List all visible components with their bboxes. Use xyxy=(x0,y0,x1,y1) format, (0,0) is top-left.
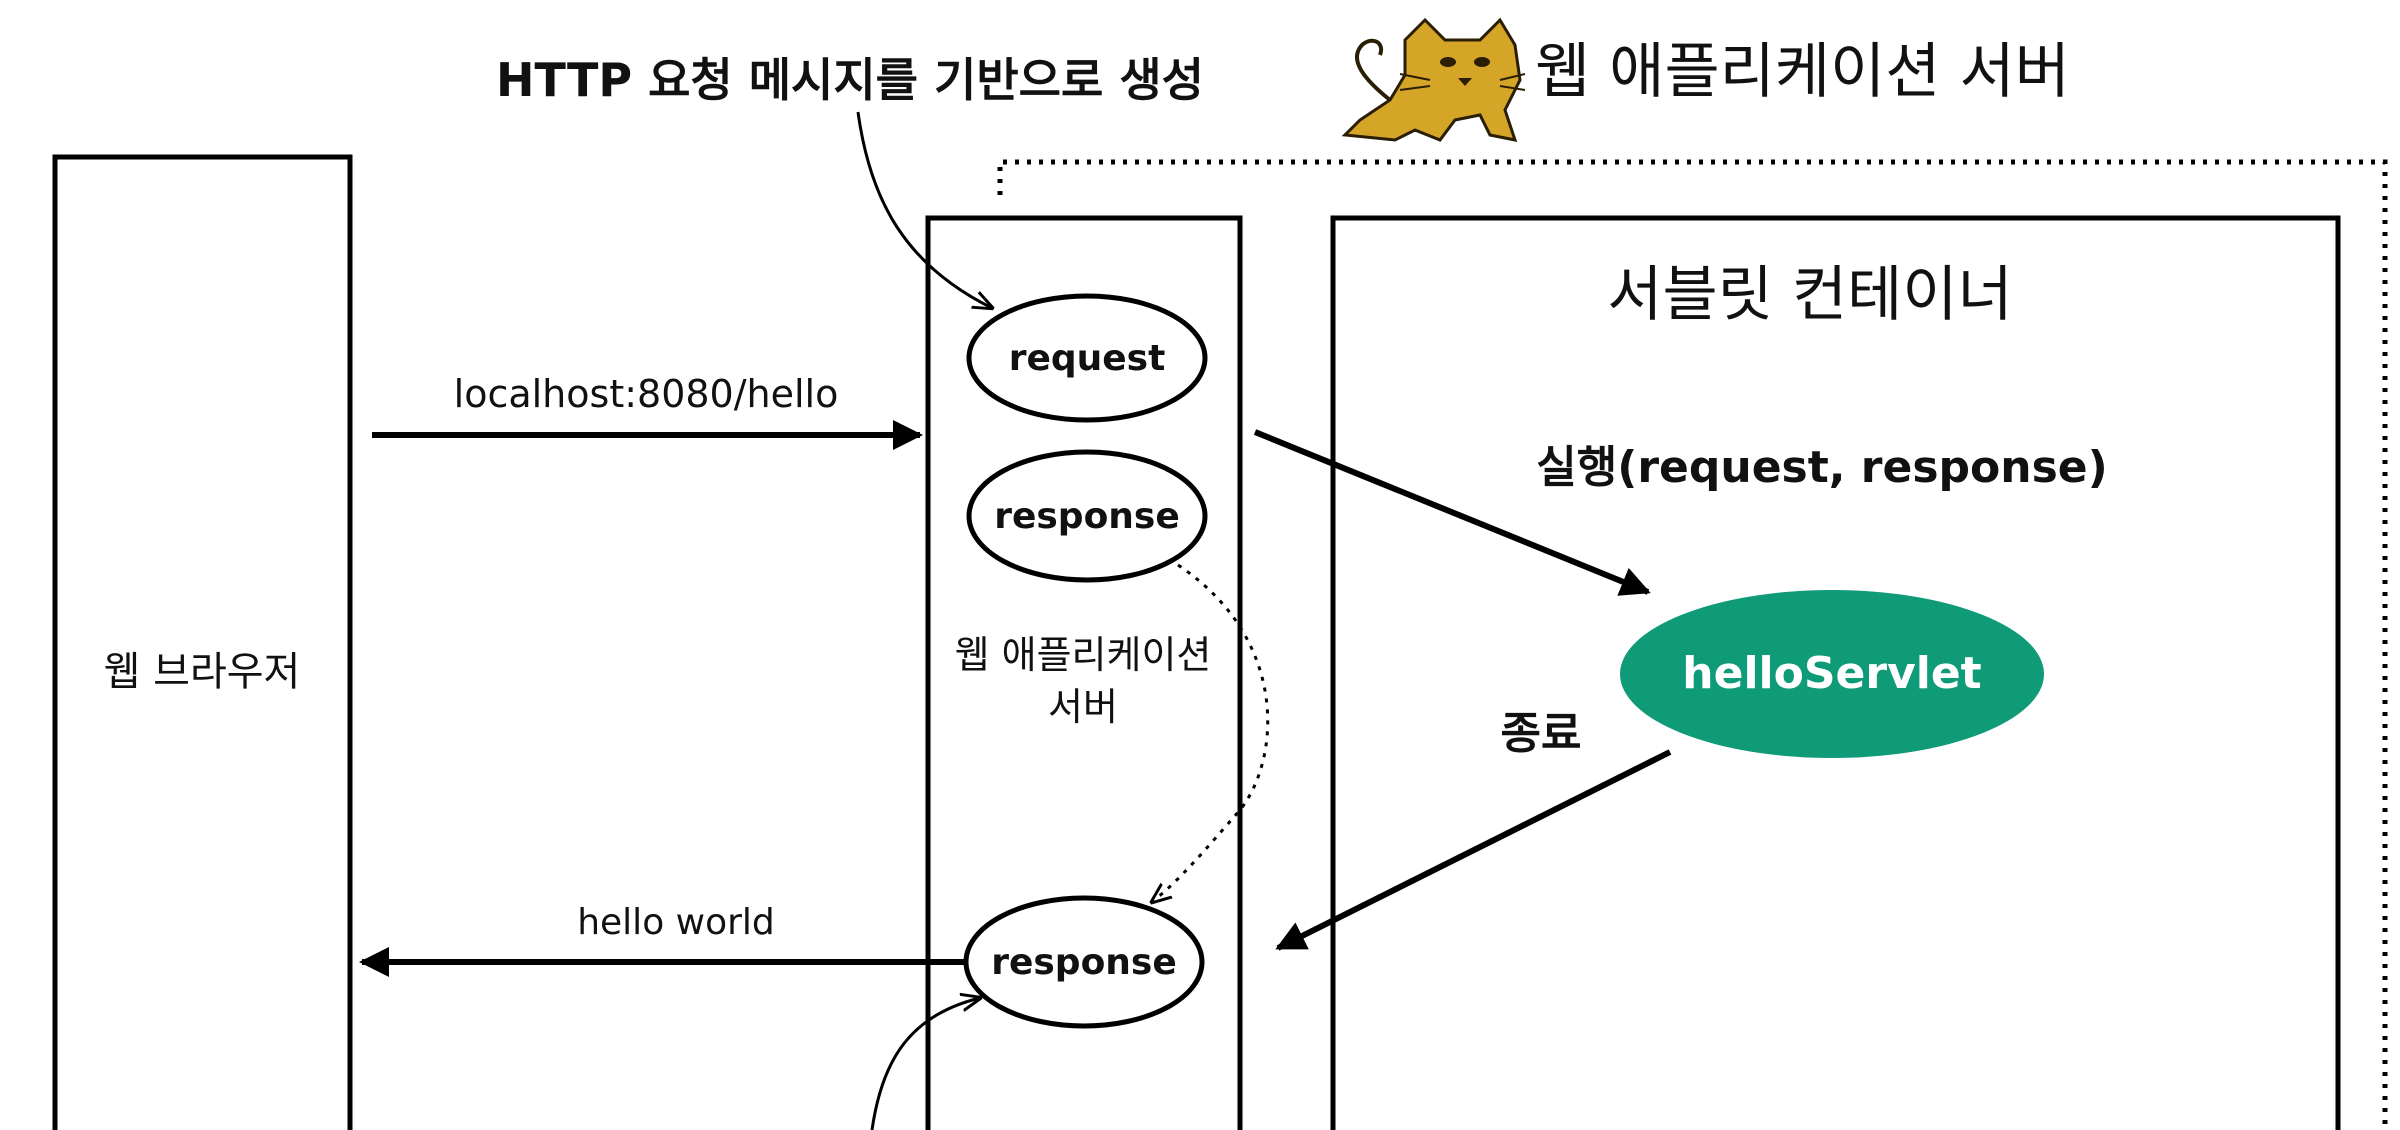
browser-box xyxy=(52,154,353,1130)
response-ellipse xyxy=(966,449,1208,583)
server-name-title: 웹 애플리케이션 서버 xyxy=(1535,37,2070,107)
response-out-ellipse xyxy=(963,895,1205,1029)
response-out-label: response xyxy=(991,942,1177,983)
response-body-label: hello world xyxy=(577,902,775,943)
request-url-label: localhost:8080/hello xyxy=(454,372,839,416)
execute-label: 실행(request, response) xyxy=(1536,442,2107,493)
response-reuse-dotted-arrow xyxy=(1152,563,1270,902)
request-ellipse xyxy=(966,293,1208,423)
annotation-arrow-top xyxy=(856,111,992,308)
browser-label: 웹 브라우저 xyxy=(104,649,301,695)
annotation-arrow-bottom xyxy=(870,998,980,1130)
was-column-label-line2: 서버 xyxy=(1048,685,1118,729)
was-column-box xyxy=(925,215,1243,1130)
servlet-container-box xyxy=(1330,215,2341,1130)
request-label: request xyxy=(1009,338,1166,379)
finish-arrow xyxy=(1275,749,1672,951)
annotation-title: HTTP 요청 메시지를 기반으로 생성 xyxy=(496,53,1204,107)
hello-servlet-label: helloServlet xyxy=(1682,648,1981,699)
hello-servlet-ellipse xyxy=(1620,590,2044,758)
finish-label: 종료 xyxy=(1501,708,1582,759)
response-label: response xyxy=(994,496,1180,537)
was-column-label-line1: 웹 애플리케이션 xyxy=(955,633,1212,677)
servlet-container-title: 서블릿 컨테이너 xyxy=(1607,260,2012,330)
tomcat-cat-icon xyxy=(1341,17,1526,142)
execute-arrow xyxy=(1253,429,1651,596)
